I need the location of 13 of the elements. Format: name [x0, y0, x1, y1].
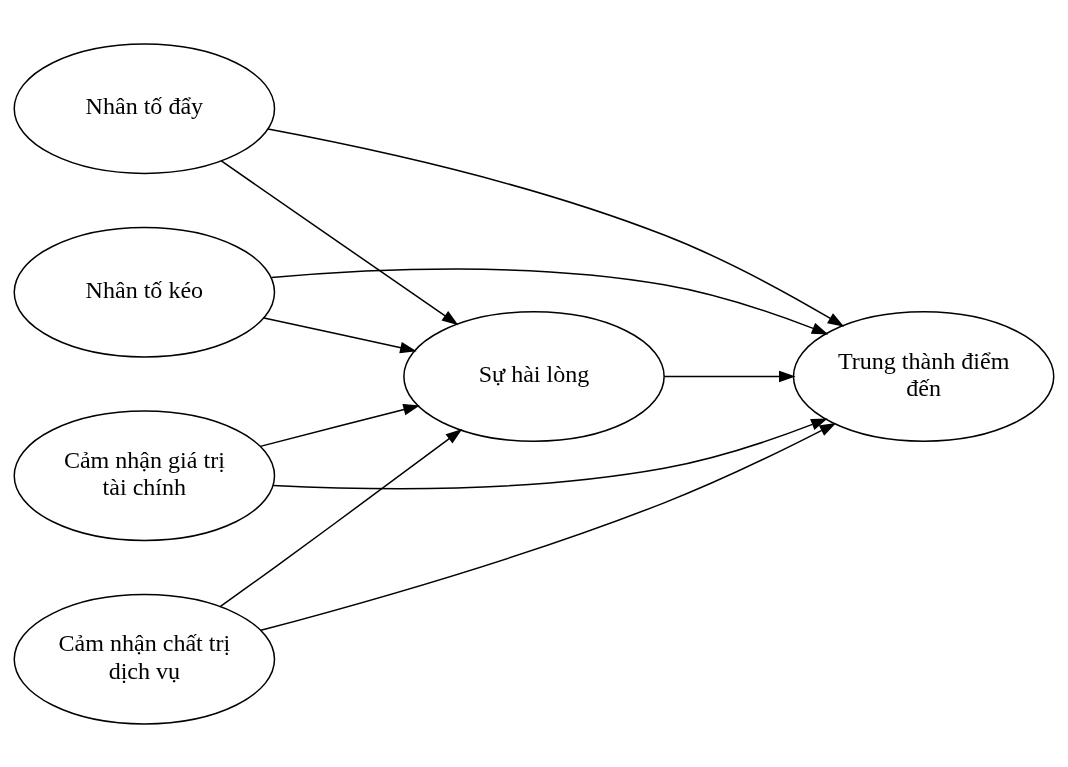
- arrow: [219, 428, 463, 607]
- arrow: [263, 316, 417, 353]
- node-ellipse: Nhân tố kéo: [13, 226, 276, 358]
- arrow: [272, 418, 828, 489]
- node-ellipse: Cảm nhận giá trị tài chính: [13, 409, 276, 541]
- arrow: [220, 159, 459, 325]
- arrow: [259, 403, 420, 447]
- arrow: [267, 127, 845, 327]
- node-ellipse: Nhân tố đẩy: [13, 42, 276, 174]
- arrow: [260, 422, 837, 631]
- arrow: [663, 370, 796, 382]
- arrow: [270, 267, 829, 334]
- node-ellipse: Cảm nhận chất trị dịch vụ: [13, 593, 276, 725]
